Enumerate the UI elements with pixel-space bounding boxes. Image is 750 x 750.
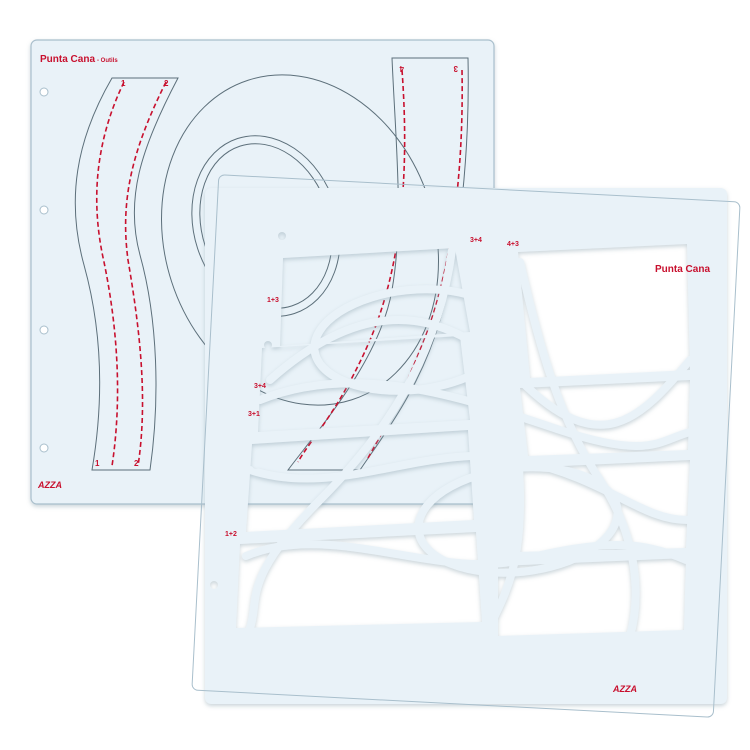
front-label-left-4: 1+2: [225, 531, 237, 538]
strip-a-label-top-1: 1: [121, 79, 126, 88]
strip-a-label-top-2: 2: [164, 79, 169, 88]
strip-b-label-3: 3: [453, 64, 458, 73]
back-binder-holes: [39, 87, 49, 453]
front-label-left-3: 3+1: [248, 411, 260, 418]
front-label-left-2: 3+4: [254, 383, 266, 390]
strip-a-shape: [74, 77, 179, 471]
front-label-left-1: 1+3: [267, 297, 279, 304]
strip-b-label-4: 4: [399, 64, 404, 73]
back-title: Punta Cana: [40, 54, 95, 65]
front-template: [205, 188, 727, 704]
front-label-top-right: 4+3: [507, 241, 519, 248]
back-logo: AZZA: [37, 480, 62, 490]
strip-a-label-bottom-1: 1: [95, 459, 100, 468]
front-title: Punta Cana: [655, 264, 710, 275]
back-subtitle: - Outils: [97, 58, 118, 64]
front-logo: AZZA: [612, 684, 637, 694]
strip-a-label-bottom-2: 2: [134, 459, 139, 468]
front-label-top-mid: 3+4: [470, 237, 482, 244]
front-frame-edge: [191, 174, 741, 718]
